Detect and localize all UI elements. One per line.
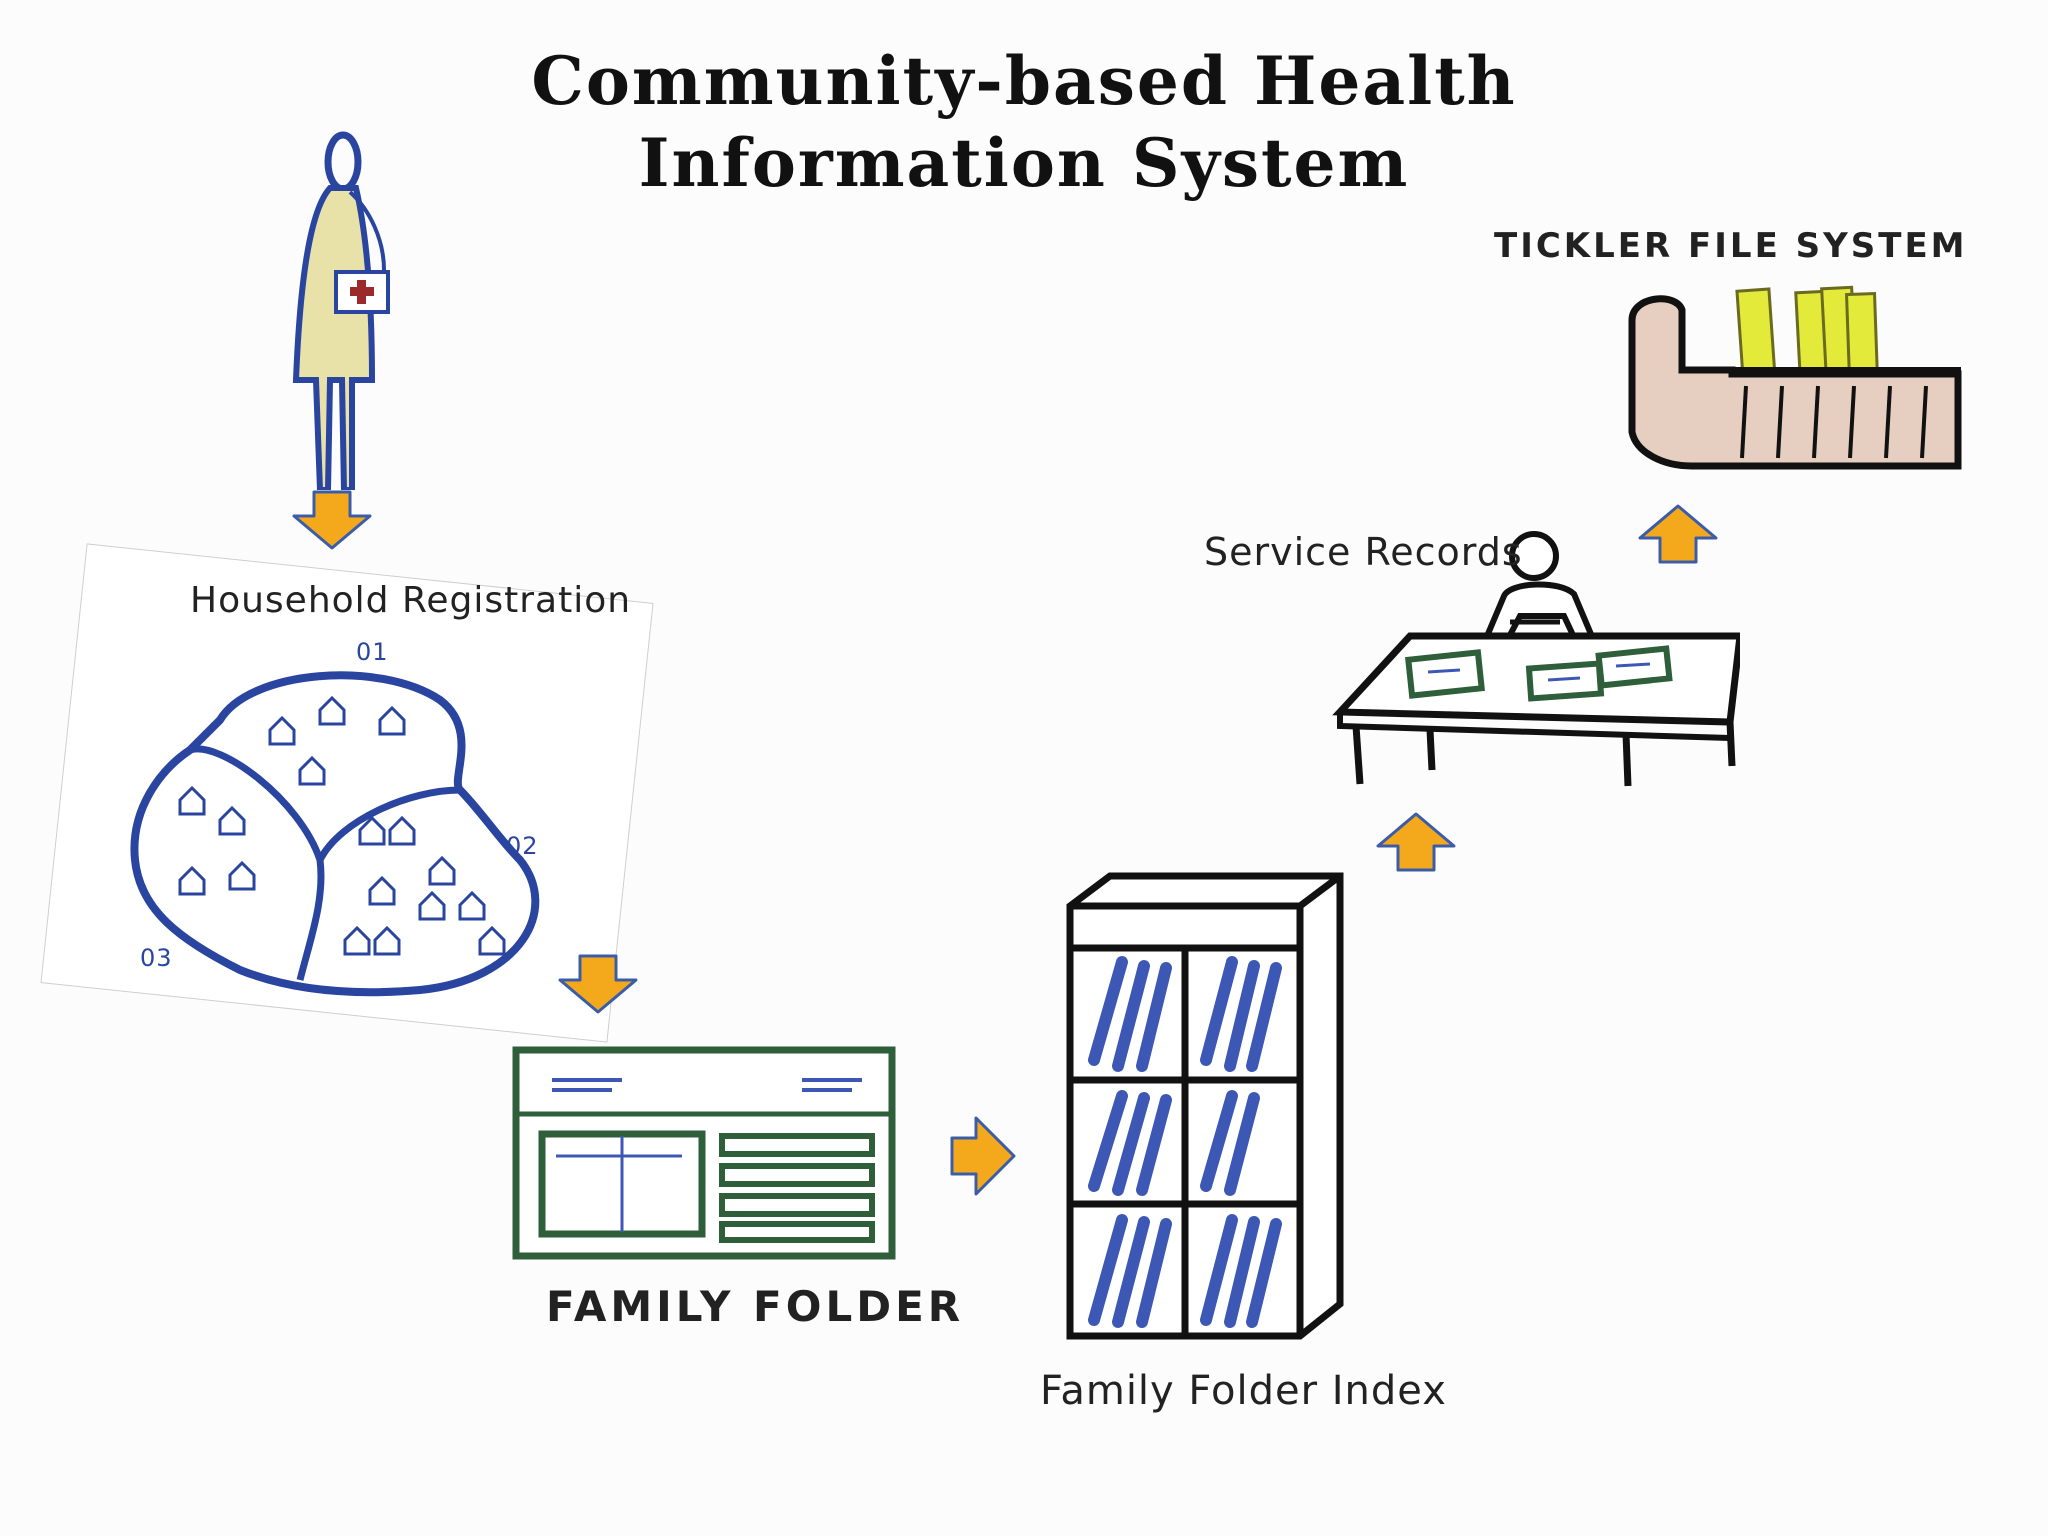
bookshelf-icon: [1066, 872, 1344, 1340]
arrow-up-icon: [1376, 812, 1456, 872]
zone-02-label: 02: [506, 832, 539, 860]
health-worker-icon: [292, 131, 390, 490]
family-folder-label: FAMILY FOLDER: [546, 1282, 965, 1331]
title-line-1: Community-based Health: [531, 42, 1517, 120]
zone-03-label: 03: [140, 944, 173, 972]
arrow-right-icon: [950, 1116, 1016, 1196]
service-records-label: Service Records: [1204, 530, 1523, 574]
family-folder-index-label: Family Folder Index: [1040, 1368, 1447, 1414]
tickler-file-system-label: TICKLER FILE SYSTEM: [1494, 226, 1968, 266]
arrow-down-icon: [558, 954, 638, 1014]
tickler-box-icon: [1628, 285, 1962, 470]
arrow-up-icon: [1638, 504, 1718, 564]
family-folder-icon: [512, 1046, 896, 1260]
title-line-2: Information System: [638, 124, 1410, 202]
page-title: Community-based Health Information Syste…: [0, 40, 2048, 204]
household-registration-label: Household Registration: [190, 580, 632, 621]
zone-01-label: 01: [356, 638, 389, 666]
village-map-icon: [130, 671, 540, 997]
desk-worker-icon: [1332, 531, 1740, 787]
arrow-down-icon: [292, 490, 372, 550]
